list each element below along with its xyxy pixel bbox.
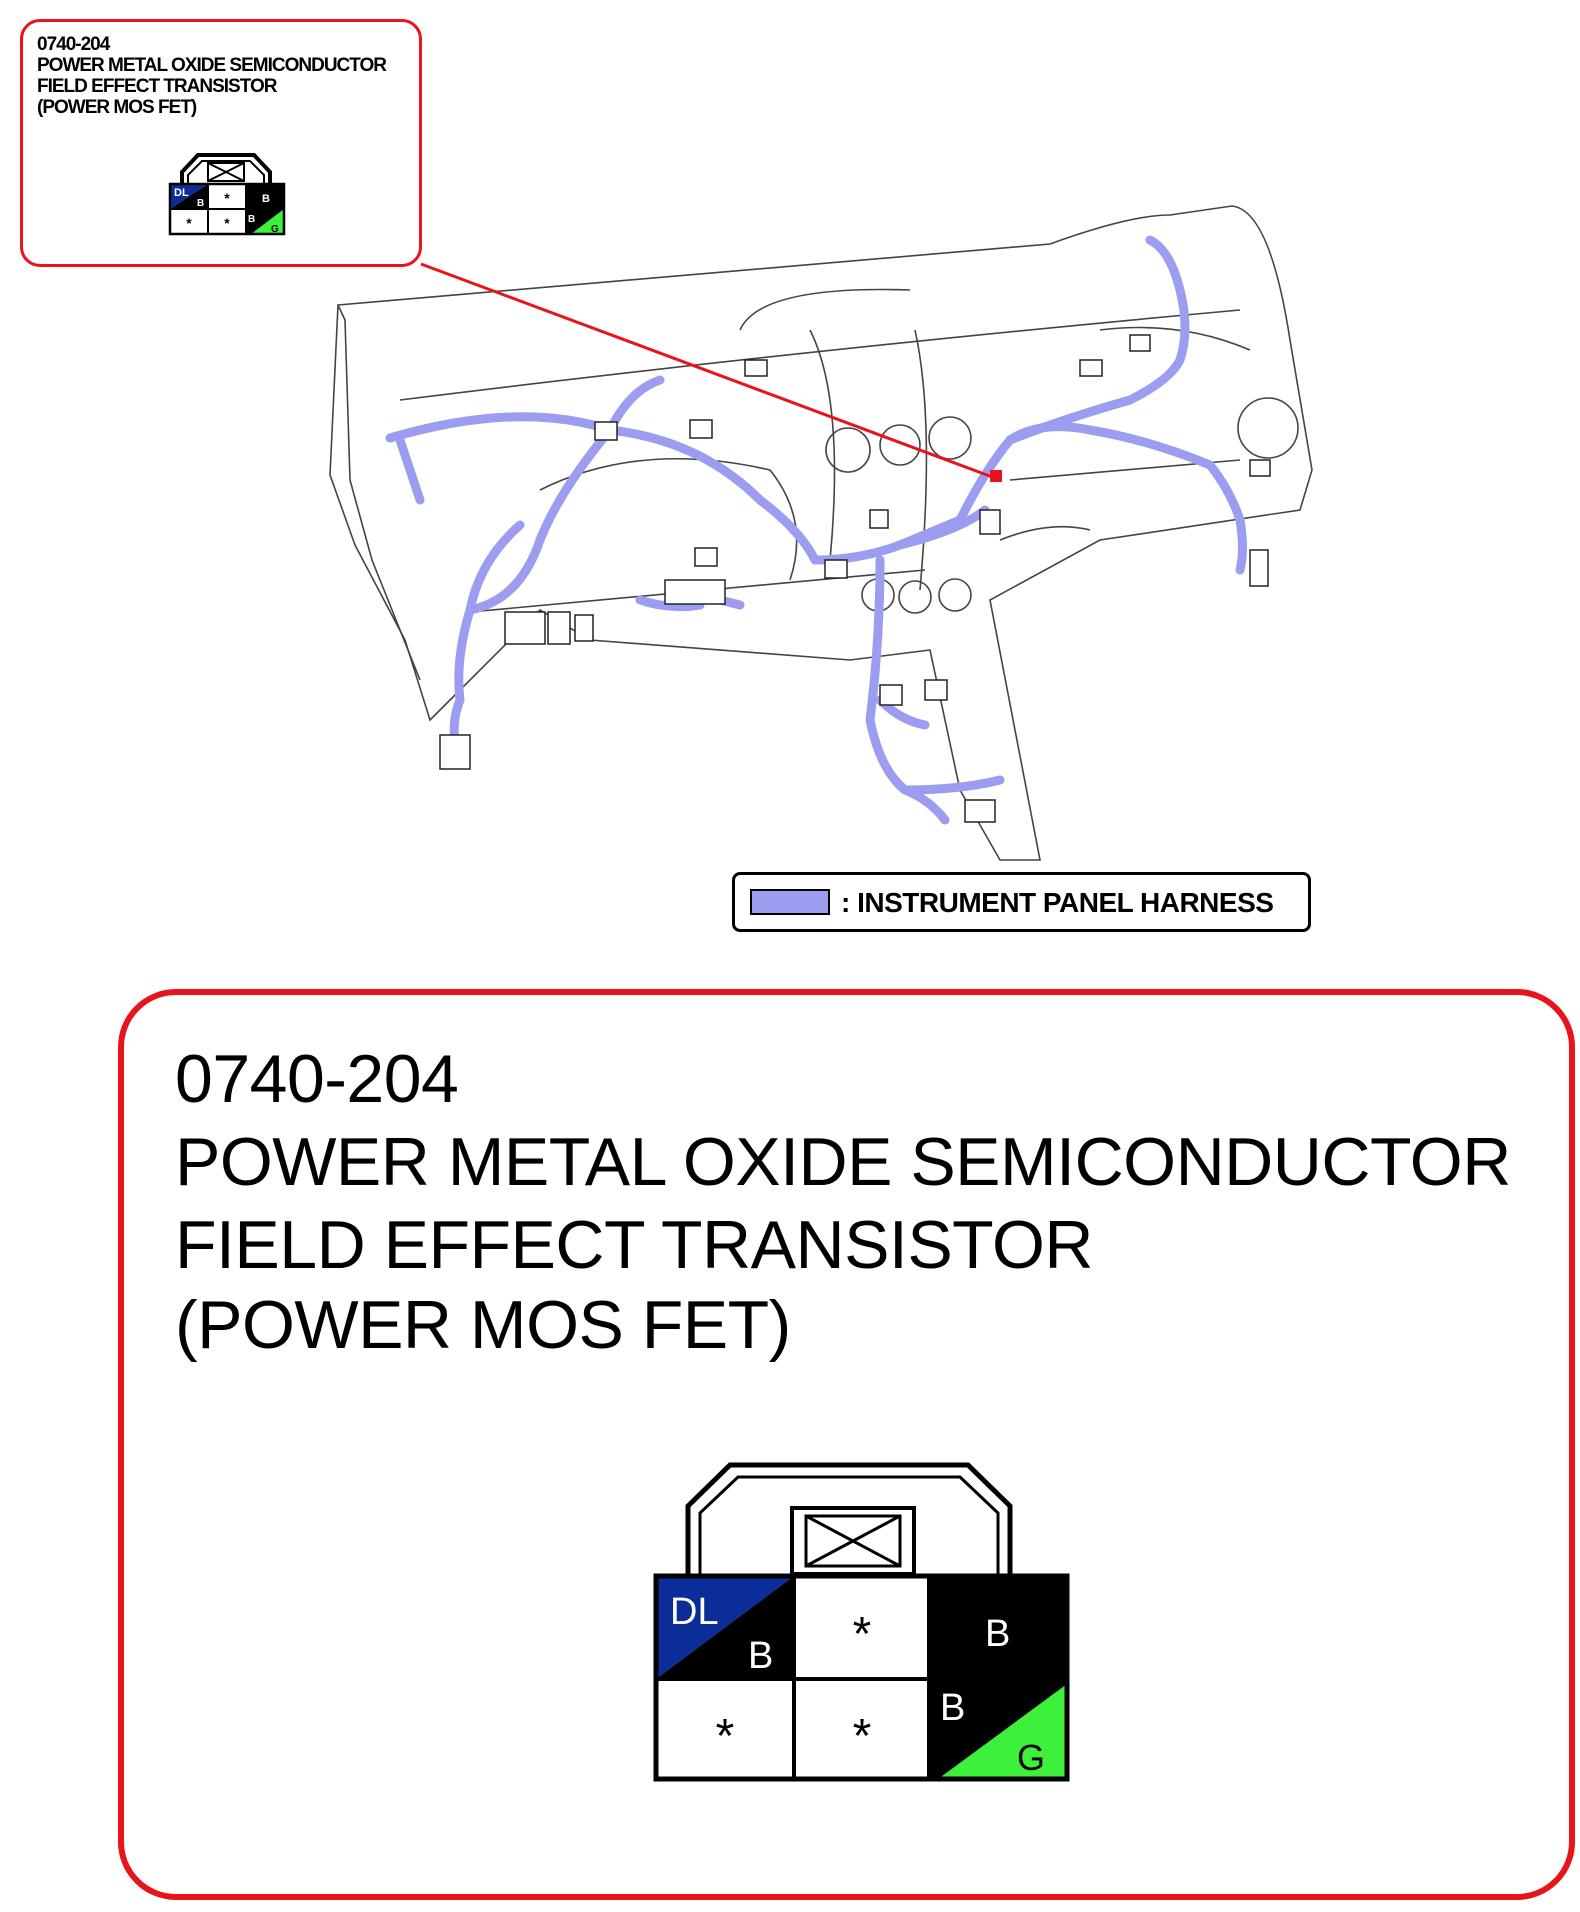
harness-legend: : INSTRUMENT PANEL HARNESS: [732, 872, 1311, 932]
large-terminal-labels: DL B * B * * B G: [670, 1591, 1045, 1778]
legend-swatch: [750, 889, 830, 915]
small-t3-label: B: [262, 193, 270, 205]
large-connector-name-line1: POWER METAL OXIDE SEMICONDUCTOR: [175, 1124, 1511, 1200]
large-t1-bottom-label: B: [748, 1635, 773, 1677]
small-t2-label: *: [224, 190, 230, 206]
small-connector-diagram: [168, 153, 286, 236]
small-t6-top-label: B: [248, 214, 255, 225]
small-t5-label: *: [224, 215, 230, 231]
large-connector-callout: 0740-204 POWER METAL OXIDE SEMICONDUCTOR…: [118, 989, 1575, 1900]
small-connector-callout: 0740-204 POWER METAL OXIDE SEMICONDUCTOR…: [20, 19, 422, 267]
small-terminal-labels: DL B * B * * B G: [174, 187, 279, 235]
dashboard-outline: [329, 205, 1313, 861]
small-t4-label: *: [186, 215, 192, 231]
small-connector-name-line3: (POWER MOS FET): [37, 97, 197, 118]
small-t1-bottom-label: B: [197, 198, 204, 209]
connector-location-marker: [990, 470, 1002, 482]
large-connector-name-line3: (POWER MOS FET): [175, 1287, 791, 1363]
connectors: [439, 334, 1271, 823]
callout-leader-line: [420, 262, 996, 480]
large-t5-label: *: [853, 1710, 872, 1763]
large-connector-code: 0740-204: [175, 1041, 459, 1117]
small-t6-bottom-label: G: [271, 224, 279, 235]
large-t6-bottom-label: G: [1017, 1737, 1045, 1778]
large-t6-top-label: B: [940, 1687, 965, 1729]
legend-label: : INSTRUMENT PANEL HARNESS: [841, 887, 1274, 918]
small-t1-top-label: DL: [174, 187, 189, 199]
small-connector-code: 0740-204: [37, 34, 110, 55]
large-t2-label: *: [853, 1608, 872, 1661]
instrument-panel-harness: [385, 235, 1247, 825]
large-connector-diagram: [653, 1462, 1070, 1782]
small-connector-name-line2: FIELD EFFECT TRANSISTOR: [37, 76, 277, 97]
large-t3-label: B: [985, 1613, 1010, 1655]
large-t4-label: *: [716, 1710, 735, 1763]
large-t1-top-label: DL: [670, 1591, 719, 1633]
large-connector-name-line2: FIELD EFFECT TRANSISTOR: [175, 1207, 1094, 1283]
small-connector-name-line1: POWER METAL OXIDE SEMICONDUCTOR: [37, 55, 387, 76]
